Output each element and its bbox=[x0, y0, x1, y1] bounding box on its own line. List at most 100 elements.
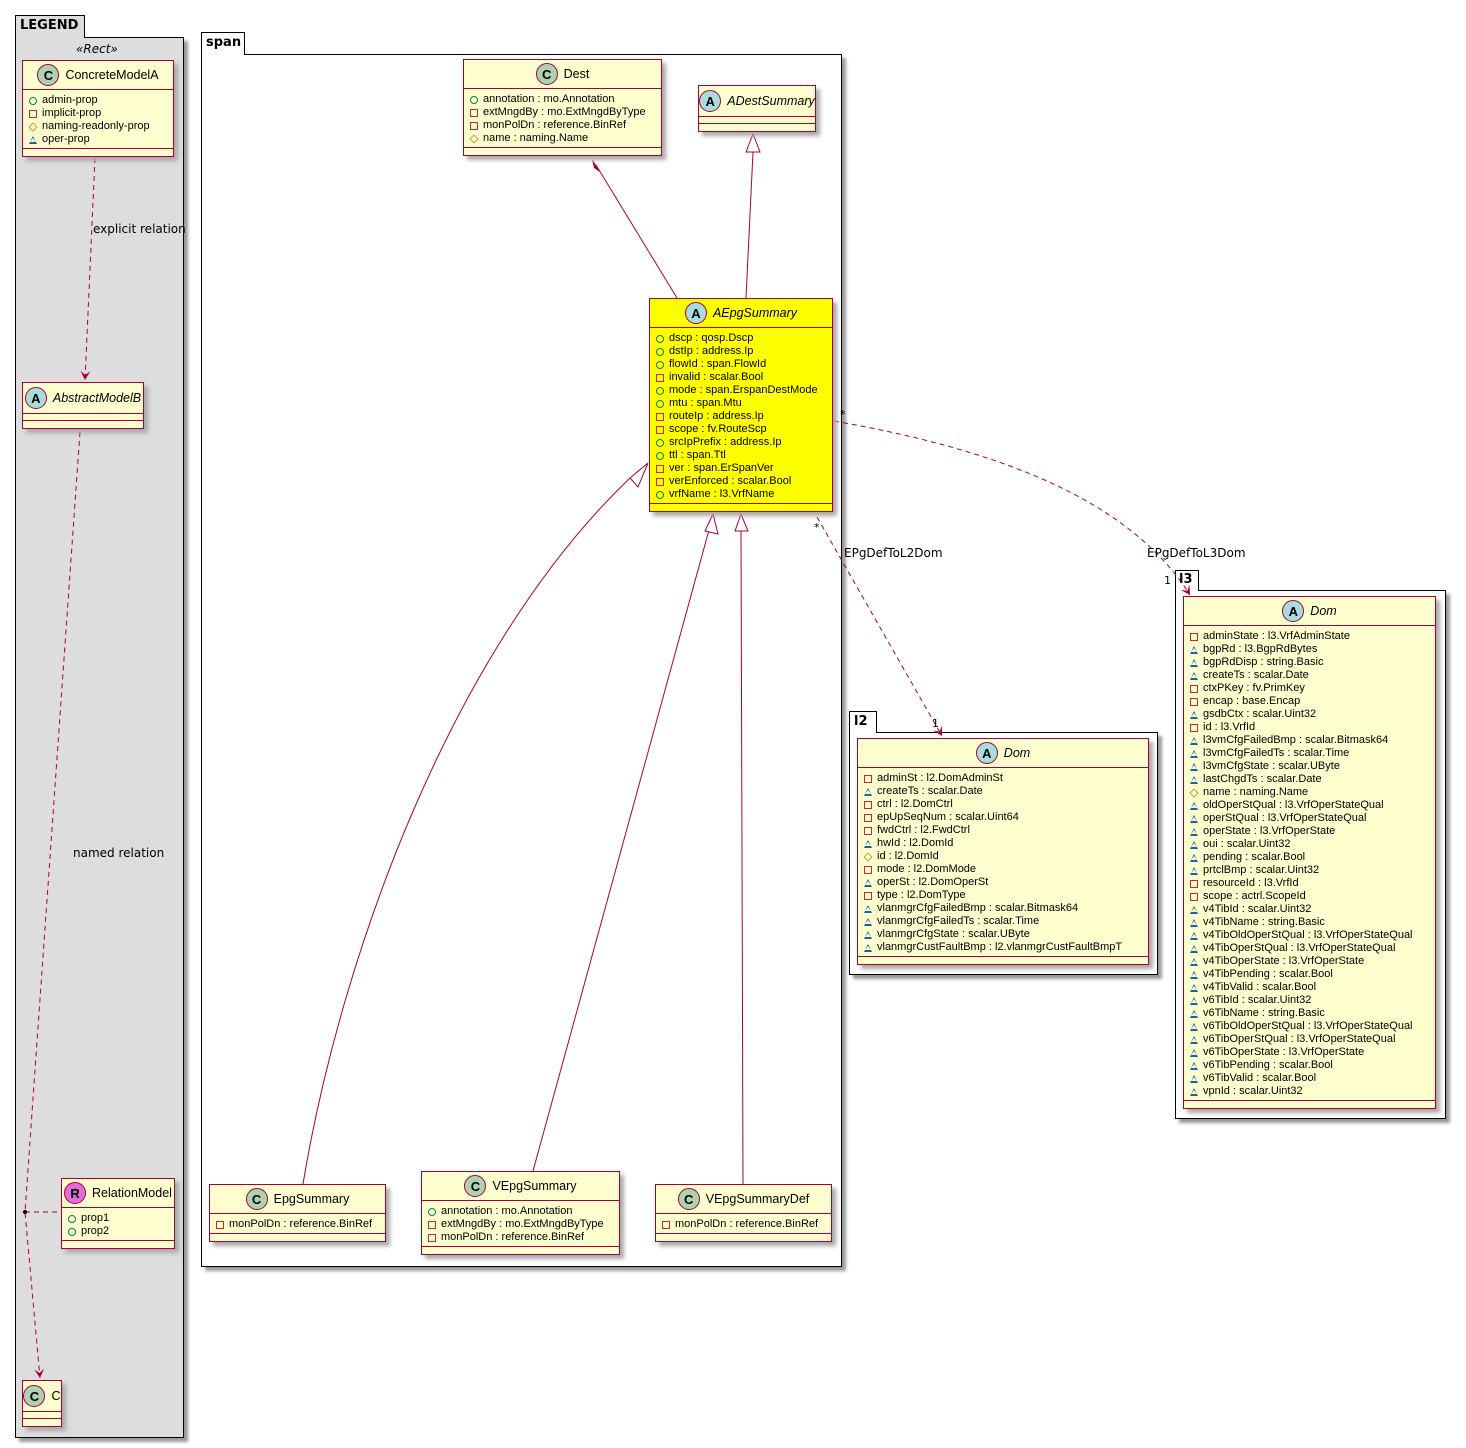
class-attribute: scope : fv.RouteScp bbox=[656, 423, 832, 436]
package-triangle-icon bbox=[1190, 983, 1198, 992]
attribute-text: v4TibOldOperStQual : l3.VrfOperStateQual bbox=[1203, 929, 1413, 941]
class-attribute: mtu : span.Mtu bbox=[656, 397, 832, 410]
private-square-icon bbox=[864, 865, 872, 874]
package-triangle-icon bbox=[1190, 840, 1198, 849]
attribute-text: v4TibValid : scalar.Bool bbox=[1203, 981, 1317, 993]
vepg-summary-generalization-line bbox=[532, 529, 710, 1172]
attribute-text: v6TibOldOperStQual : l3.VrfOperStateQual bbox=[1203, 1020, 1413, 1032]
class-attribute: lastChgdTs : scalar.Date bbox=[1190, 773, 1435, 786]
class-attribute: extMngdBy : mo.ExtMngdByType bbox=[428, 1218, 619, 1231]
class-attribute: bgpRd : l3.BgpRdBytes bbox=[1190, 643, 1435, 656]
attribute-text: v6TibId : scalar.Uint32 bbox=[1203, 994, 1312, 1006]
attribute-text: monPolDn : reference.BinRef bbox=[675, 1218, 819, 1230]
package-triangle-icon bbox=[864, 904, 872, 913]
class-methods bbox=[650, 504, 832, 511]
class-attribute: ttl : span.Ttl bbox=[656, 449, 832, 462]
attribute-text: name : naming.Name bbox=[483, 132, 589, 144]
attribute-text: ctrl : l2.DomCtrl bbox=[877, 798, 953, 810]
class-attribute: name : naming.Name bbox=[1189, 786, 1435, 799]
class-attribute: verEnforced : scalar.Bool bbox=[656, 475, 832, 488]
attribute-text: operState : l3.VrfOperState bbox=[1203, 825, 1336, 837]
class-attribute: v4TibOperStQual : l3.VrfOperStateQual bbox=[1190, 942, 1435, 955]
private-square-icon bbox=[656, 412, 664, 421]
named-relation-label: named relation bbox=[73, 846, 165, 860]
package-triangle-icon bbox=[1190, 996, 1198, 1005]
class-attribute: routeIp : address.Ip bbox=[656, 410, 832, 423]
attribute-text: epUpSeqNum : scalar.Uint64 bbox=[877, 811, 1019, 823]
class-attribute: fwdCtrl : l2.FwdCtrl bbox=[864, 824, 1148, 837]
class-badge-icon: C bbox=[245, 1188, 268, 1210]
attribute-text: extMngdBy : mo.ExtMngdByType bbox=[483, 106, 646, 118]
class-attribute: invalid : scalar.Bool bbox=[656, 371, 832, 384]
legend-package-title: LEGEND bbox=[15, 15, 85, 38]
attribute-text: monPolDn : reference.BinRef bbox=[441, 1231, 585, 1243]
class-attribute: v6TibId : scalar.Uint32 bbox=[1190, 994, 1435, 1007]
explicit-relation-line bbox=[80, 157, 96, 381]
class-attribute: type : l2.DomType bbox=[864, 889, 1148, 902]
class-attribute: operSt : l2.DomOperSt bbox=[864, 876, 1148, 889]
public-circle-icon bbox=[68, 1227, 76, 1236]
l3-to-multiplicity: 1 bbox=[1164, 574, 1171, 587]
class-attribute: implicit-prop bbox=[29, 107, 173, 120]
package-triangle-icon bbox=[1190, 736, 1198, 745]
class-attribute: mode : span.ErspanDestMode bbox=[656, 384, 832, 397]
class-attribute: v6TibPending : scalar.Bool bbox=[1190, 1059, 1435, 1072]
attribute-text: extMngdBy : mo.ExtMngdByType bbox=[441, 1218, 604, 1230]
class-attribute: createTs : scalar.Date bbox=[864, 785, 1148, 798]
attribute-text: createTs : scalar.Date bbox=[1203, 669, 1309, 681]
composition-diamond bbox=[592, 159, 600, 172]
attribute-text: l3vmCfgFailedBmp : scalar.Bitmask64 bbox=[1203, 734, 1389, 746]
class-attribute: gsdbCtx : scalar.Uint32 bbox=[1190, 708, 1435, 721]
class-attribute: v6TibOperState : l3.VrfOperState bbox=[1190, 1046, 1435, 1059]
class-attribute: v4TibId : scalar.Uint32 bbox=[1190, 903, 1435, 916]
explicit-relation-label: explicit relation bbox=[93, 222, 186, 236]
class-attribute: ver : span.ErSpanVer bbox=[656, 462, 832, 475]
attribute-text: gsdbCtx : scalar.Uint32 bbox=[1203, 708, 1317, 720]
package-triangle-icon bbox=[1190, 801, 1198, 810]
attribute-text: v4TibPending : scalar.Bool bbox=[1203, 968, 1333, 980]
attribute-text: prop1 bbox=[81, 1212, 110, 1224]
class-attribute: ctrl : l2.DomCtrl bbox=[864, 798, 1148, 811]
package-triangle-icon bbox=[864, 943, 872, 952]
attribute-text: l3vmCfgState : scalar.UByte bbox=[1203, 760, 1340, 772]
class-name: ADestSummary bbox=[727, 94, 815, 108]
package-triangle-icon bbox=[1190, 853, 1198, 862]
public-circle-icon bbox=[29, 96, 37, 105]
attribute-text: ttl : span.Ttl bbox=[669, 449, 726, 461]
class-attribute: v4TibPending : scalar.Bool bbox=[1190, 968, 1435, 981]
package-triangle-icon bbox=[1190, 931, 1198, 940]
attribute-text: routeIp : address.Ip bbox=[669, 410, 764, 422]
attribute-text: oldOperStQual : l3.VrfOperStateQual bbox=[1203, 799, 1384, 811]
class-name: EpgSummary bbox=[273, 1192, 350, 1206]
class-attribute: dstIp : address.Ip bbox=[656, 345, 832, 358]
class-attribute: dscp : qosp.Dscp bbox=[656, 332, 832, 345]
class-badge-icon: C bbox=[677, 1188, 700, 1210]
class-methods bbox=[23, 149, 173, 156]
class-attribute: operState : l3.VrfOperState bbox=[1190, 825, 1435, 838]
attribute-text: mtu : span.Mtu bbox=[669, 397, 742, 409]
attribute-text: ctxPKey : fv.PrimKey bbox=[1203, 682, 1305, 694]
class-attribute: v6TibValid : scalar.Bool bbox=[1190, 1072, 1435, 1085]
package-triangle-icon bbox=[1190, 905, 1198, 914]
attribute-text: vlanmgrCustFaultBmp : l2.vlanmgrCustFaul… bbox=[877, 941, 1123, 953]
class-methods bbox=[858, 957, 1148, 964]
attribute-text: flowId : span.FlowId bbox=[669, 358, 767, 370]
attribute-text: lastChgdTs : scalar.Date bbox=[1203, 773, 1322, 785]
